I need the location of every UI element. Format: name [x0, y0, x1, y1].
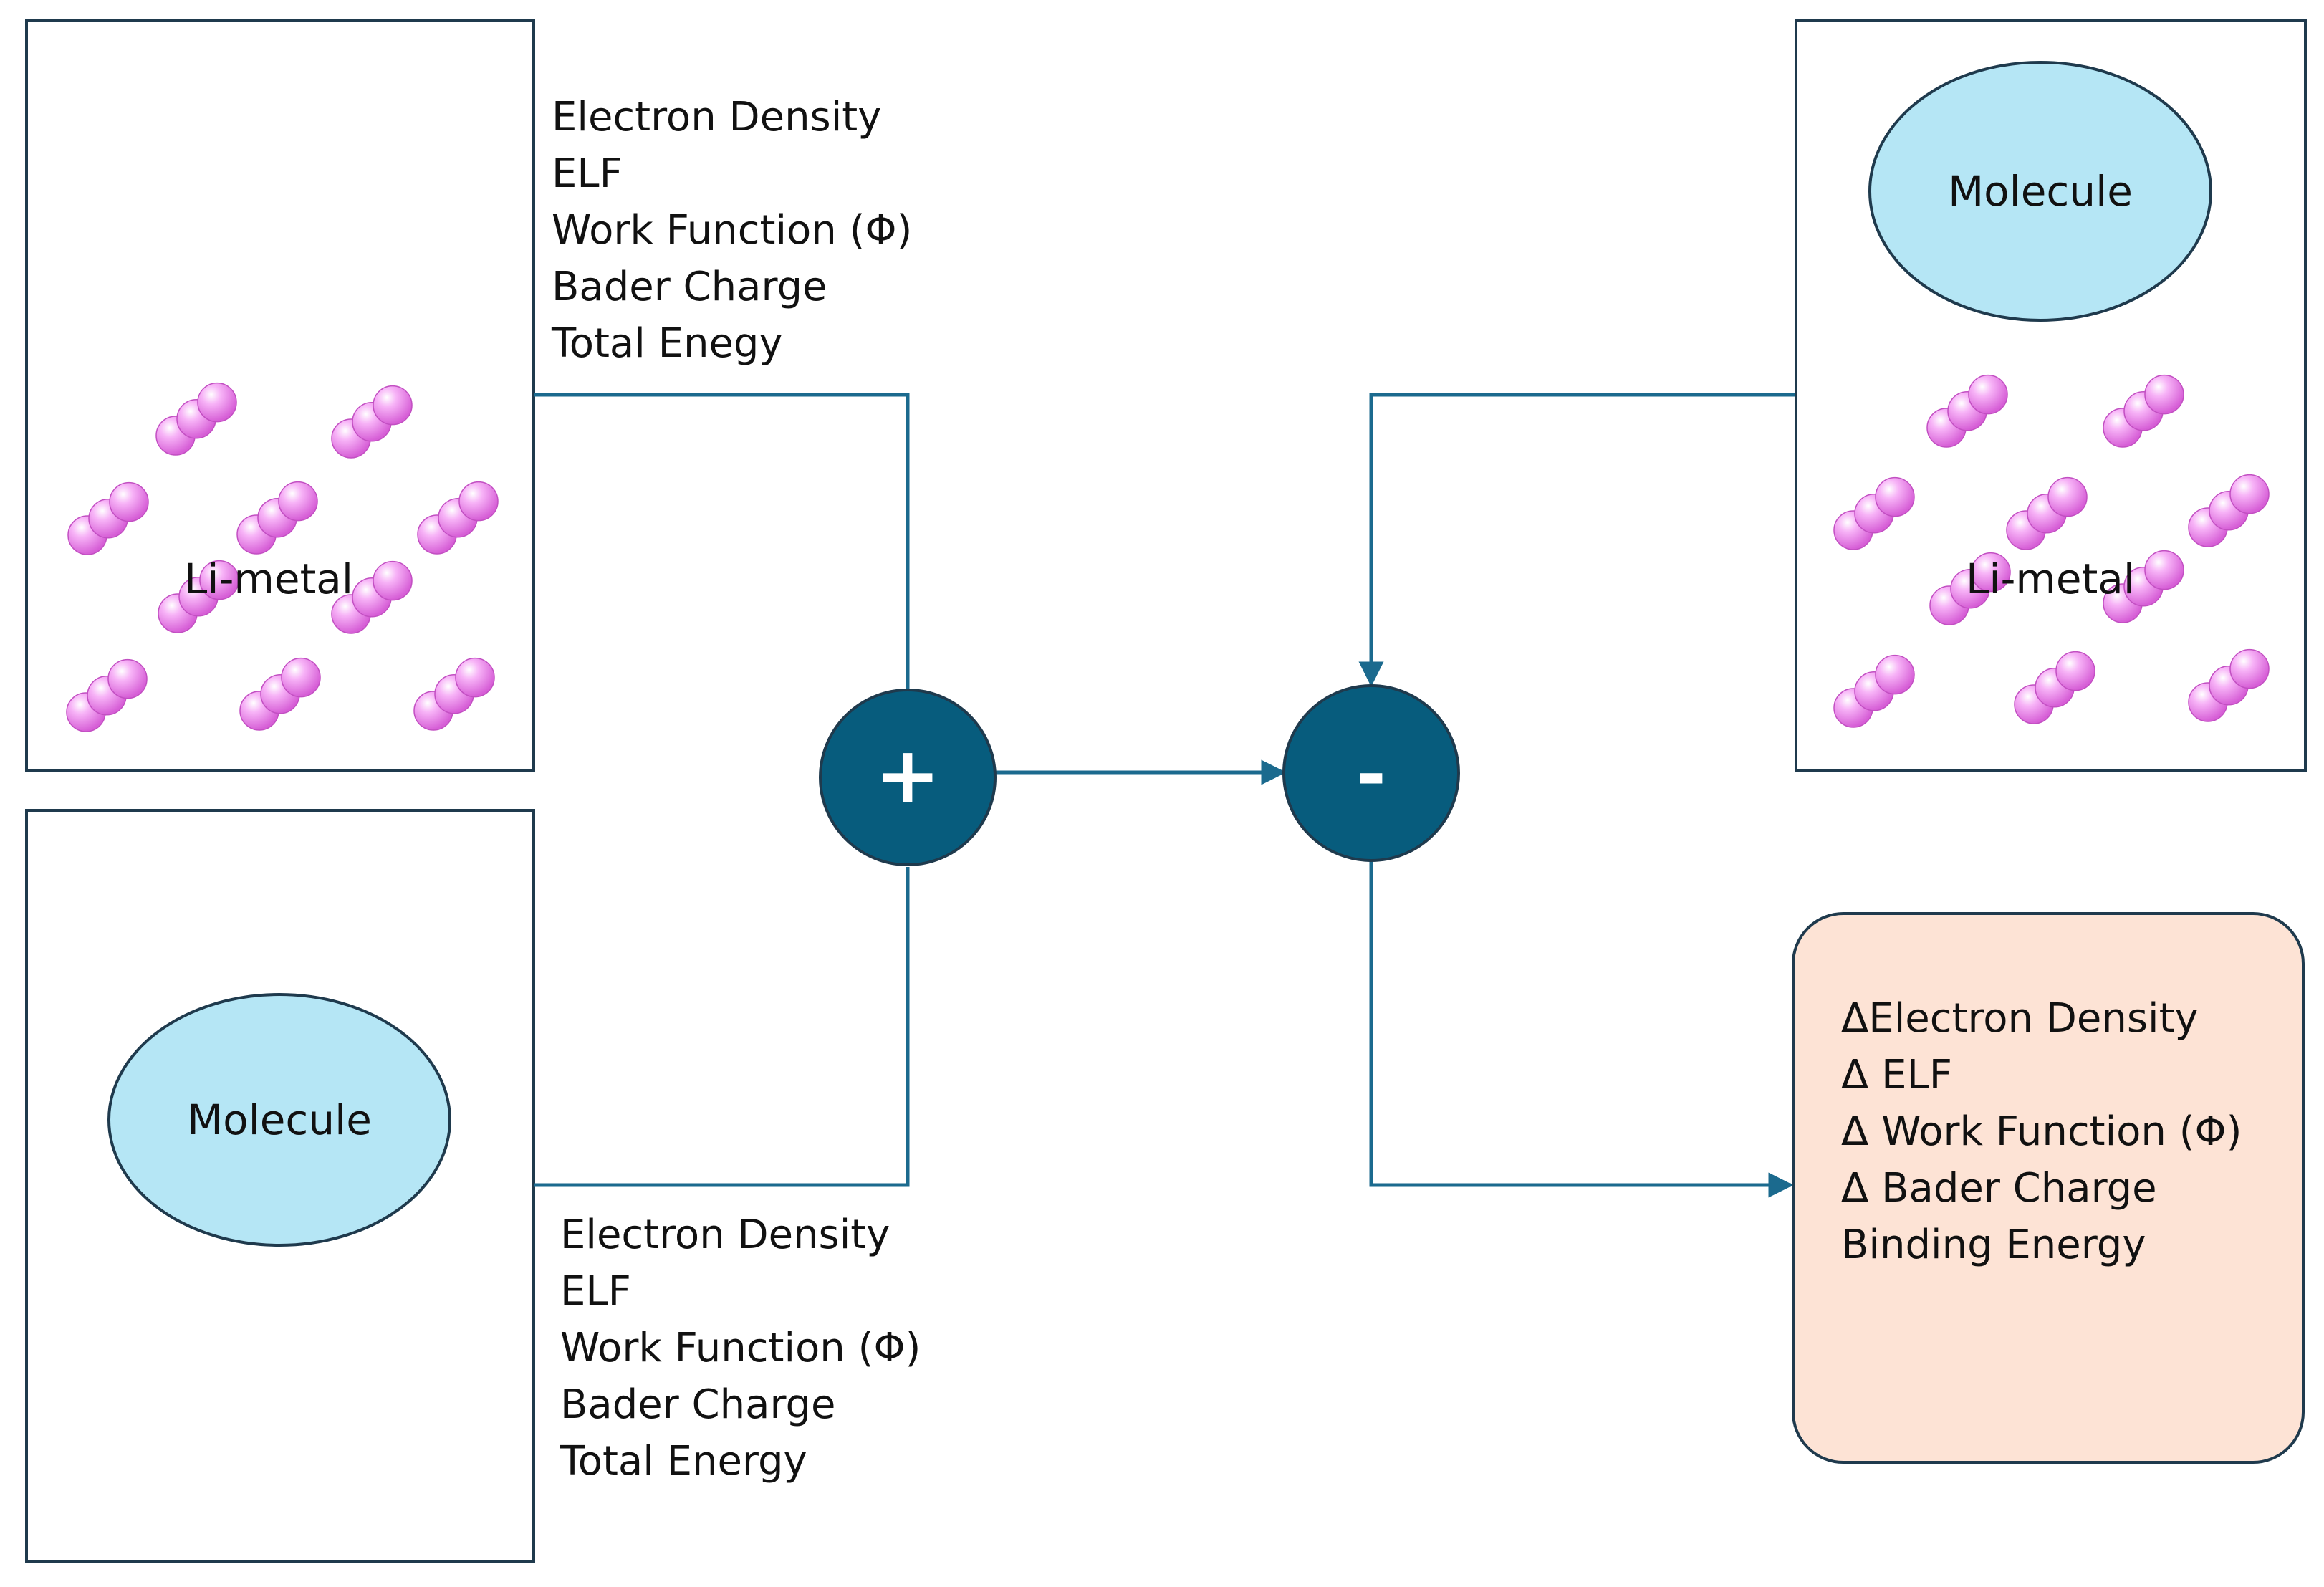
connector-lines — [534, 393, 1796, 1198]
molecule-ellipse — [107, 993, 451, 1247]
li-atom — [107, 658, 148, 699]
li-atom-cluster — [2188, 474, 2270, 547]
result-property-2: Δ ELF — [1841, 1052, 1952, 1098]
li-atom-cluster — [236, 481, 318, 555]
li-atom — [109, 481, 149, 522]
li-atom-cluster — [2014, 651, 2095, 724]
molecule-property-4: Bader Charge — [560, 1381, 836, 1428]
li-atom-cluster — [158, 560, 239, 633]
combined-li-atom-lattice — [1833, 374, 2270, 728]
li-atom — [373, 385, 413, 426]
plus-operator-circle — [819, 689, 997, 866]
li-atom — [1971, 552, 2011, 593]
li-atom-cluster — [239, 657, 321, 731]
molecule-panel: Molecule — [25, 809, 535, 1563]
result-panel: ΔElectron Density Δ ELF Δ Work Function … — [1792, 912, 2305, 1464]
li-atom — [197, 382, 237, 423]
li-atom-cluster — [1833, 476, 1915, 550]
combined-system-panel: Molecule Li-metal — [1795, 19, 2307, 772]
slab-property-4: Bader Charge — [552, 264, 827, 310]
li-atom — [2229, 474, 2270, 514]
li-atom-cluster — [2103, 374, 2184, 448]
molecule-property-3: Work Function (Φ) — [560, 1325, 921, 1371]
adsorbed-molecule-label: Molecule — [1948, 167, 2133, 216]
plus-operator: + — [819, 689, 997, 866]
li-atom — [1968, 374, 2008, 415]
li-atom-lattice — [66, 382, 499, 732]
li-atom-cluster — [67, 481, 149, 555]
li-atom-cluster — [417, 481, 499, 555]
li-atom-cluster — [2103, 550, 2184, 623]
molecule-property-1: Electron Density — [560, 1212, 890, 1258]
combined-to-minus-arrow — [1358, 393, 1796, 687]
slab-property-5: Total Enegy — [551, 320, 783, 367]
result-property-1: ΔElectron Density — [1841, 995, 2199, 1042]
li-atom-cluster — [2188, 648, 2270, 722]
combined-li-metal-label: Li-metal — [1966, 555, 2135, 603]
li-atom — [1875, 476, 1915, 517]
li-metal-label: Li-metal — [184, 555, 353, 603]
li-atom — [2055, 651, 2095, 691]
minus-symbol: - — [1356, 732, 1386, 816]
li-atom-cluster — [331, 385, 413, 459]
li-atom — [2047, 476, 2088, 517]
li-atom-cluster — [155, 382, 237, 456]
minus-to-result-arrow — [1369, 861, 1794, 1198]
plus-symbol: + — [875, 729, 941, 821]
molecule-property-5: Total Energy — [560, 1438, 807, 1485]
molecule-properties-list: Electron Density ELF Work Function (Φ) B… — [560, 1212, 921, 1485]
minus-operator: - — [1282, 684, 1460, 862]
li-atom-cluster — [1833, 654, 1915, 728]
slab-to-plus-connector — [534, 393, 910, 692]
li-atom — [373, 560, 413, 601]
li-atom — [199, 560, 239, 600]
minus-operator-circle — [1282, 684, 1460, 862]
slab-property-2: ELF — [552, 150, 623, 197]
li-metal-slab-panel: Li-metal — [25, 19, 535, 772]
result-property-5: Binding Energy — [1841, 1222, 2146, 1268]
li-atom — [281, 657, 321, 698]
li-atom-cluster — [1926, 374, 2008, 448]
molecule-to-plus-connector — [534, 867, 910, 1187]
slab-property-1: Electron Density — [552, 94, 881, 140]
result-property-3: Δ Work Function (Φ) — [1841, 1108, 2242, 1155]
li-atom — [455, 657, 495, 698]
adsorbed-molecule-ellipse — [1868, 61, 2212, 322]
li-atom-cluster — [1929, 552, 2011, 625]
molecule-property-2: ELF — [560, 1268, 631, 1315]
molecule-label: Molecule — [187, 1095, 372, 1144]
slab-property-3: Work Function (Φ) — [552, 207, 912, 254]
result-property-4: Δ Bader Charge — [1841, 1165, 2157, 1212]
li-atom-cluster — [66, 658, 148, 732]
li-atom-cluster — [2006, 476, 2088, 550]
li-atom — [278, 481, 318, 522]
li-atom — [1875, 654, 1915, 695]
li-atom-cluster — [331, 560, 413, 634]
slab-properties-list: Electron Density ELF Work Function (Φ) B… — [551, 94, 912, 367]
li-atom-cluster — [413, 657, 495, 731]
li-atom — [458, 481, 499, 522]
li-atom — [2229, 648, 2270, 689]
li-atom — [2144, 550, 2184, 590]
li-atom — [2144, 374, 2184, 415]
